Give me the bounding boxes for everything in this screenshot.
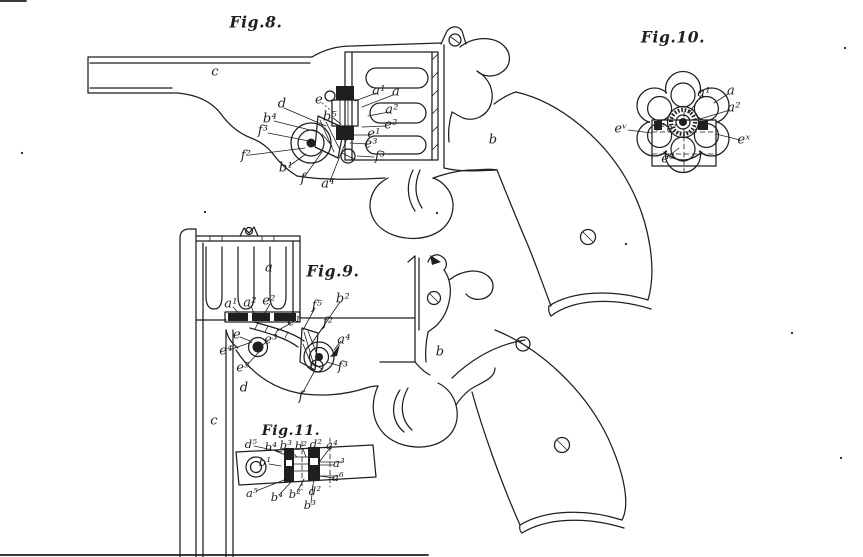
fig10-part-label-ex: eˣ bbox=[738, 133, 751, 148]
fig10-part-label-e1: e¹ bbox=[667, 124, 678, 135]
fig11-part-label-d2-top: d² bbox=[310, 437, 323, 451]
scan-edge-marks bbox=[0, 1, 846, 555]
fig11-part-label-b3-bottom: b³ bbox=[304, 498, 317, 512]
fig11-part-label-a5: a⁵ bbox=[246, 486, 258, 500]
fig9-part-label-b: b bbox=[436, 345, 445, 360]
fig8-part-label-b5: b⁵ bbox=[323, 110, 337, 125]
fig8-part-label-c: c bbox=[211, 65, 219, 80]
fig8-part-label-a4: a⁴ bbox=[321, 177, 335, 192]
fig9-part-label-f3: f³ bbox=[338, 360, 349, 375]
fig9-part-label-a2: a² bbox=[243, 296, 257, 311]
fig10-part-label-a2: a² bbox=[727, 101, 741, 116]
fig10-drawing bbox=[628, 72, 740, 173]
fig8-drawing bbox=[88, 27, 652, 316]
fig8-part-label-b: b bbox=[489, 133, 498, 148]
fig8-part-label-a: a bbox=[392, 85, 400, 100]
fig9-part-label-f2: f² bbox=[323, 316, 334, 331]
fig11-part-label-b3-top: b³ bbox=[280, 438, 293, 452]
fig9-part-label-e2: e² bbox=[262, 294, 276, 309]
fig8-part-label-e2: e² bbox=[384, 118, 398, 133]
fig10-part-label-a: a bbox=[727, 84, 735, 99]
fig9-part-label-a1: a¹ bbox=[224, 297, 238, 312]
fig11-part-label-b4-top: b⁴ bbox=[265, 440, 278, 454]
fig9-part-label-f: f bbox=[298, 390, 303, 405]
fig11-part-label-a3: a³ bbox=[333, 456, 345, 470]
fig8-part-label-d: d bbox=[278, 97, 287, 112]
fig9-part-label-e: e bbox=[233, 328, 241, 343]
fig9-part-label-f5: f⁵ bbox=[312, 299, 323, 314]
fig11-part-label-b2-bottom: b² bbox=[289, 487, 302, 501]
fig9-part-label-a4: a⁴ bbox=[337, 333, 351, 348]
fig11-part-label-b1: b¹ bbox=[259, 455, 272, 469]
fig9-trigger-guard bbox=[366, 383, 457, 447]
fig9-title: Fig.9. bbox=[307, 262, 360, 281]
fig9-part-label-e5: e⁵ bbox=[236, 361, 250, 376]
fig9-part-label-d: d bbox=[240, 381, 249, 396]
fig9-part-label-e4: e⁴ bbox=[219, 344, 233, 359]
fig11-part-label-a4: a⁴ bbox=[326, 438, 338, 452]
fig10-part-label-e2: e² bbox=[655, 123, 666, 134]
fig11-part-label-a6: a⁶ bbox=[332, 470, 344, 484]
fig10-part-label-a1: a¹ bbox=[697, 86, 711, 101]
fig8-part-label-f3-left: f³ bbox=[258, 124, 269, 139]
fig11-part-label-b2-top: b² bbox=[295, 439, 308, 453]
fig8-recoil-hatch bbox=[432, 54, 438, 150]
fig8-part-label-a1: a¹ bbox=[372, 84, 386, 99]
fig11-part-label-d2-bottom: d² bbox=[309, 484, 322, 498]
fig8-part-label-a2: a² bbox=[385, 103, 399, 118]
fig9-part-label-c: c bbox=[210, 414, 218, 429]
fig8-part-label-f2: f² bbox=[241, 149, 252, 164]
fig8-grip bbox=[494, 92, 652, 316]
fig8-hammer bbox=[449, 39, 510, 142]
fig10-title: Fig.10. bbox=[641, 28, 705, 47]
fig8-part-label-f3-right: f³ bbox=[375, 150, 386, 165]
fig9-grip bbox=[456, 330, 626, 533]
fig11-part-label-b4-bottom: b⁴ bbox=[271, 490, 284, 504]
fig8-title: Fig.8. bbox=[230, 13, 283, 32]
fig8-part-label-f: f bbox=[300, 172, 305, 187]
fig9-part-label-e3: e³ bbox=[264, 333, 278, 348]
fig9-part-label-e1: e¹ bbox=[287, 315, 301, 330]
fig9-hammer bbox=[408, 255, 493, 362]
fig8-part-label-e: e bbox=[315, 93, 323, 108]
fig11-part-label-d5: d⁵ bbox=[245, 437, 258, 451]
fig9-part-label-b2: b² bbox=[336, 292, 350, 307]
fig10-part-label-e3: e³ bbox=[661, 152, 675, 167]
fig9-part-label-a: a bbox=[265, 261, 273, 276]
fig8-part-label-b1: b¹ bbox=[279, 161, 293, 176]
fig10-part-label-ev: eᵛ bbox=[614, 122, 627, 137]
